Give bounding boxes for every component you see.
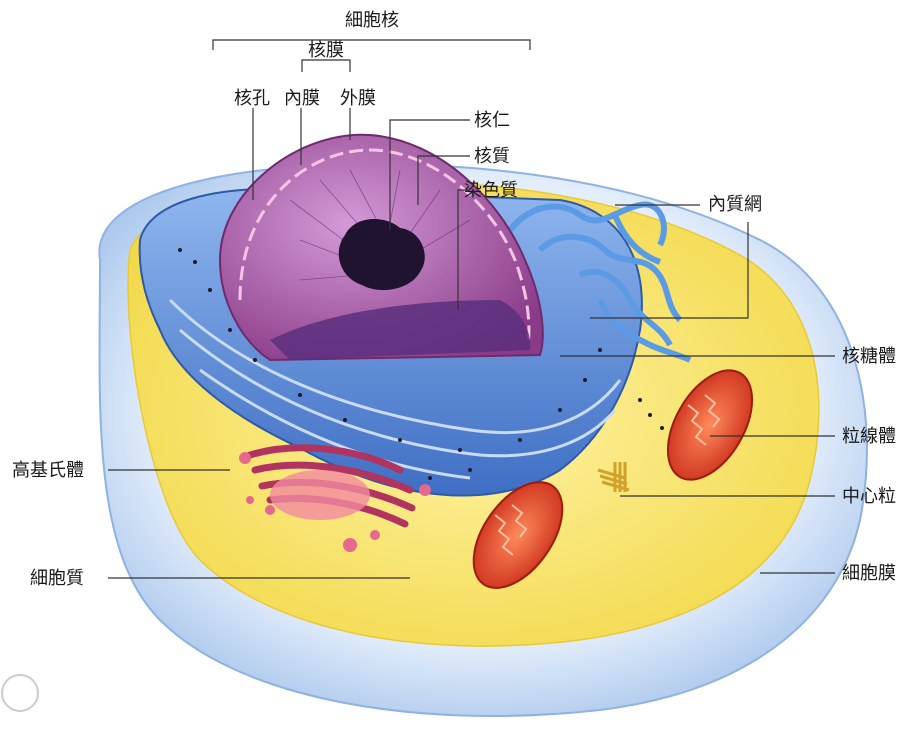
golgi-body: [270, 470, 370, 520]
label-inner-membrane: 內膜: [284, 88, 320, 109]
label-nuclear-envelope: 核膜: [308, 40, 344, 61]
label-outer-membrane: 外膜: [340, 88, 376, 109]
label-nucleolus: 核仁: [474, 110, 510, 131]
label-centriole: 中心粒: [842, 486, 896, 507]
label-ribosome: 核糖體: [842, 346, 896, 367]
label-nucleoplasm: 核質: [474, 146, 510, 167]
label-mitochondrion: 粒線體: [842, 426, 896, 447]
scan-hole-mark: [2, 675, 38, 711]
label-cell-membrane: 細胞膜: [842, 563, 896, 584]
label-cytoplasm: 細胞質: [30, 568, 84, 589]
label-endoplasmic-reticulum: 內質網: [708, 194, 762, 215]
label-chromatin: 染色質: [464, 180, 518, 201]
label-golgi: 高基氏體: [12, 460, 84, 481]
label-nuclear-pore: 核孔: [234, 88, 270, 109]
label-cell-nucleus: 細胞核: [345, 10, 399, 31]
